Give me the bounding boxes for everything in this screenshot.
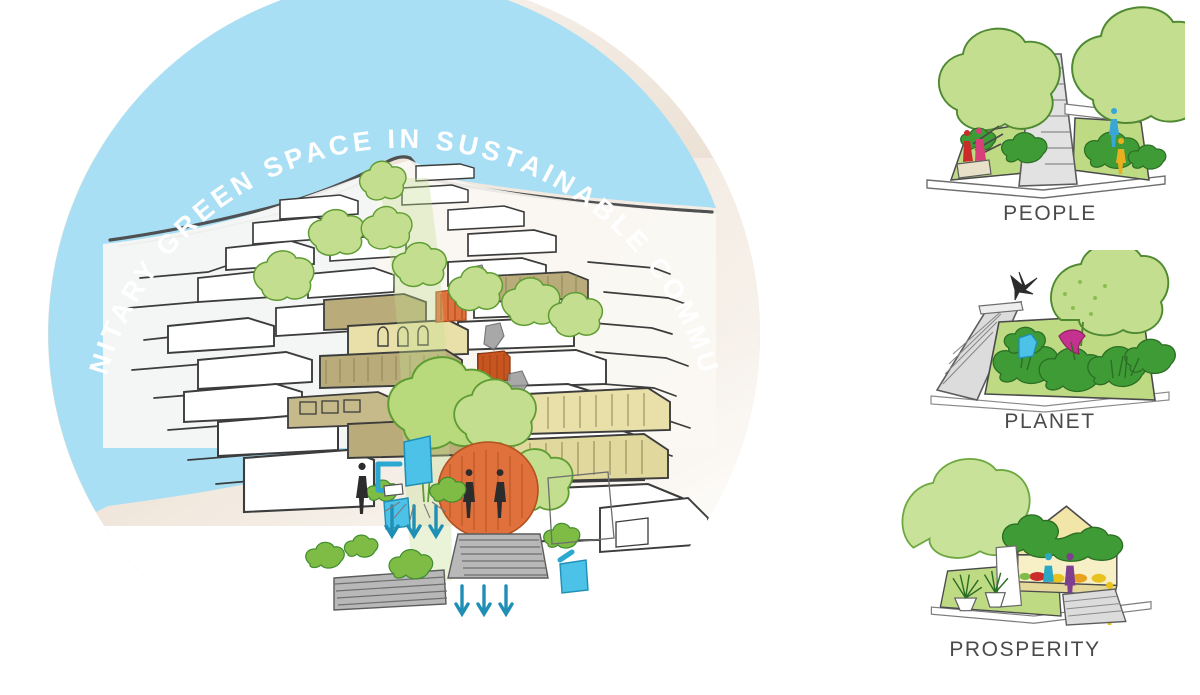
foliage-speckles — [1063, 280, 1107, 316]
vignette-label-planet: PLANET — [1004, 410, 1096, 433]
tree — [447, 265, 504, 312]
tree — [391, 241, 448, 288]
roof-blocks-left — [167, 194, 407, 514]
ramp-top-edge — [978, 301, 1024, 315]
shrubs — [960, 127, 1167, 170]
window-arches — [377, 325, 429, 347]
tree — [253, 250, 315, 301]
water-tank-upper — [403, 435, 433, 487]
tree-large — [901, 457, 1031, 559]
ramp-steps — [942, 307, 1006, 385]
tree-right — [1071, 6, 1185, 124]
standpipe-user — [356, 462, 368, 514]
tree — [359, 160, 407, 201]
butterfly-icon — [1058, 329, 1086, 355]
people-vignette-art — [926, 6, 1185, 199]
vignette-planet: PLANET — [915, 250, 1185, 450]
flower-stem — [1070, 341, 1076, 361]
plinth — [930, 391, 1170, 413]
tree — [360, 205, 413, 250]
vendor-figure — [1043, 553, 1054, 582]
green-corridor — [253, 160, 604, 618]
boardwalk-planks — [334, 576, 448, 606]
standing-figures — [1109, 108, 1126, 174]
foreground-plane — [48, 526, 760, 690]
poster-canvas: A SANITARY GREEN SPACE IN SUSTAINABLE CO… — [48, 0, 1185, 690]
corridor-trees — [253, 160, 604, 338]
root-hatching — [383, 501, 447, 521]
market-goods — [1019, 571, 1106, 583]
drainage-arrows — [384, 504, 514, 618]
lower-boardwalk — [333, 569, 448, 611]
water-tank-lower — [383, 497, 411, 530]
window-grid — [299, 399, 361, 415]
stair-treads — [459, 539, 547, 576]
sanitation-fixture — [383, 483, 404, 497]
entry-stair — [1062, 588, 1127, 626]
bench — [956, 159, 992, 179]
vignette-label-people: PEOPLE — [1003, 202, 1097, 225]
tree — [501, 277, 561, 327]
rainwater-system — [356, 435, 589, 594]
plinth — [930, 600, 1152, 624]
tree-left — [938, 27, 1061, 132]
potted-plants — [952, 570, 1009, 612]
tree — [1050, 250, 1170, 337]
vignette-label-prosperity: PROSPERITY — [949, 638, 1101, 661]
bird-icon — [1010, 271, 1038, 301]
seated-figures — [963, 128, 986, 162]
vignette-people: PEOPLE — [915, 0, 1185, 244]
vignette-prosperity: PROSPERITY — [890, 452, 1160, 674]
customer-figure — [1064, 553, 1076, 600]
tree — [547, 291, 604, 338]
green-roof — [1001, 514, 1124, 562]
plinth — [926, 175, 1166, 199]
ridge-line — [108, 155, 714, 242]
main-illustration: A SANITARY GREEN SPACE IN SUSTAINABLE CO… — [36, 0, 760, 690]
bird-box-icon — [1018, 333, 1038, 359]
prosperity-vignette-art — [901, 457, 1152, 626]
main-illustration-svg: A SANITARY GREEN SPACE IN SUSTAINABLE CO… — [36, 0, 760, 690]
central-stairs — [447, 533, 549, 579]
pavilion-figures — [463, 469, 506, 518]
planet-vignette-art — [930, 250, 1176, 413]
water-tank-right — [559, 559, 589, 594]
entry-stair-treads — [1064, 595, 1124, 617]
